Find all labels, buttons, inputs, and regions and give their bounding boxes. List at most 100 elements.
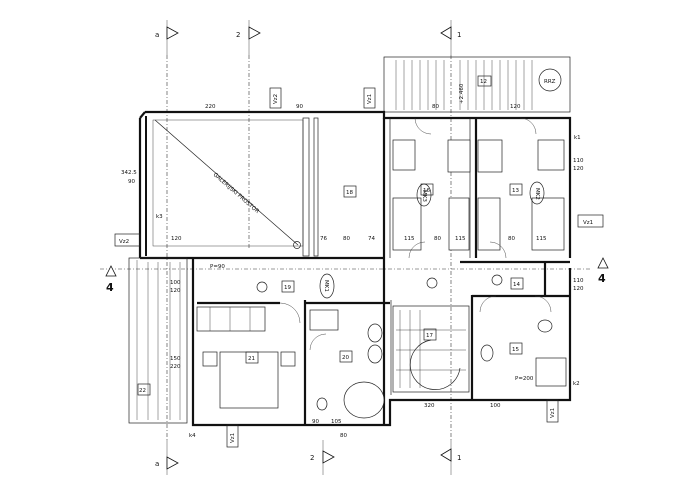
svg-text:120: 120 xyxy=(171,236,182,242)
room-13-label: 13 xyxy=(512,188,519,194)
svg-text:110: 110 xyxy=(573,158,584,164)
wardrobe-13 xyxy=(477,197,501,251)
svg-text:220: 220 xyxy=(170,364,181,370)
master-bedroom: 21 xyxy=(196,306,296,409)
bedroom-13-furniture: 13 MK2 xyxy=(477,139,565,251)
window-tag-vz2-left: Vz2 xyxy=(114,233,141,247)
window-tag-vz1-right: Vz1 xyxy=(577,214,604,228)
shower-15 xyxy=(535,357,567,387)
room-15-label: 15 xyxy=(512,347,519,353)
svg-text:90: 90 xyxy=(312,419,319,425)
svg-text:80: 80 xyxy=(340,433,347,439)
window-tag-vz1-top: Vz1 xyxy=(363,87,376,109)
svg-text:105: 105 xyxy=(331,419,342,425)
doors xyxy=(279,117,552,351)
svg-text:76: 76 xyxy=(320,236,327,242)
svg-text:80: 80 xyxy=(432,104,439,110)
section-mark-1-bottom: 1 xyxy=(440,440,461,475)
bed-13 xyxy=(531,197,565,251)
desk-13 xyxy=(537,139,565,171)
svg-text:80: 80 xyxy=(434,236,441,242)
svg-text:Vz1: Vz1 xyxy=(550,408,556,418)
svg-text:115: 115 xyxy=(455,236,466,242)
svg-text:Vz2: Vz2 xyxy=(273,94,279,104)
double-bed xyxy=(219,351,279,409)
section-mark-2-bottom: 2 xyxy=(310,440,335,475)
section-2-bottom-label: 2 xyxy=(310,454,314,462)
bathroom-15: 15 P=200 xyxy=(480,319,567,387)
mk3-label: MK3 xyxy=(421,190,427,202)
level-p200-label: P=200 xyxy=(515,376,534,382)
corner-k4-label: k4 xyxy=(189,433,196,439)
section-4-right-label: 4 xyxy=(598,272,606,285)
section-mark-1-top: 1 xyxy=(440,20,461,55)
room-19-label: 19 xyxy=(284,285,291,291)
room-18-label: 18 xyxy=(346,190,353,196)
wardrobe-16 xyxy=(448,197,470,251)
svg-text:150: 150 xyxy=(170,356,181,362)
svg-text:342.5: 342.5 xyxy=(121,170,137,176)
roof-terrace: RRZ 12 xyxy=(383,56,571,113)
svg-text:80: 80 xyxy=(508,236,515,242)
bathroom-20: 20 xyxy=(309,309,385,419)
svg-text:90: 90 xyxy=(128,179,135,185)
svg-text:100: 100 xyxy=(490,403,501,409)
svg-text:115: 115 xyxy=(404,236,415,242)
corner-k3-label: k3 xyxy=(156,214,163,220)
room-20-label: 20 xyxy=(342,355,349,361)
shower-20 xyxy=(309,309,339,331)
svg-text:120: 120 xyxy=(573,166,584,172)
svg-text:100: 100 xyxy=(170,280,181,286)
room-14: 14 xyxy=(510,277,524,290)
svg-text:Vz2: Vz2 xyxy=(119,239,129,245)
sofa-master xyxy=(196,306,266,332)
svg-text:90: 90 xyxy=(296,104,303,110)
bed-16 xyxy=(392,197,422,251)
svg-text:110: 110 xyxy=(573,278,584,284)
svg-text:120: 120 xyxy=(573,286,584,292)
svg-text:+2.460: +2.460 xyxy=(459,83,465,104)
window-tag-vz2-top: Vz2 xyxy=(269,87,282,109)
section-a-top-label: a xyxy=(155,31,159,39)
mk1-label: MK1 xyxy=(323,280,329,292)
room-14-label: 14 xyxy=(513,282,520,288)
exterior-walls xyxy=(138,110,572,427)
svg-text:120: 120 xyxy=(170,288,181,294)
rrz-label: RRZ xyxy=(544,79,556,85)
svg-text:74: 74 xyxy=(368,236,375,242)
dimension-labels: 342.5 90 120 76 80 74 115 80 115 80 115 … xyxy=(121,83,584,439)
section-4-left-label: 4 xyxy=(106,281,114,294)
svg-text:220: 220 xyxy=(205,104,216,110)
svg-text:Vz1: Vz1 xyxy=(583,220,593,226)
section-a-bottom-label: a xyxy=(155,460,159,468)
section-1-bottom-label: 1 xyxy=(457,454,461,462)
section-2-top-label: 2 xyxy=(236,31,240,39)
section-1-top-label: 1 xyxy=(457,31,461,39)
bathtub-20 xyxy=(343,381,385,419)
section-mark-a-top: a xyxy=(155,20,179,55)
corner-k1-label: k1 xyxy=(574,135,581,141)
mk2-label: MK2 xyxy=(534,188,540,200)
section-mark-2-top: 2 xyxy=(236,20,261,55)
gallery-void: GALERIJSKI PROSTOR xyxy=(152,119,304,249)
svg-text:120: 120 xyxy=(510,104,521,110)
svg-text:Vz1: Vz1 xyxy=(230,433,236,443)
room-16-label: 16 xyxy=(423,188,430,194)
desk-16 xyxy=(392,139,416,171)
armchair-13 xyxy=(477,139,503,173)
room-18: 18 xyxy=(343,185,357,198)
room-21-label: 21 xyxy=(248,356,255,362)
svg-text:115: 115 xyxy=(536,236,547,242)
section-mark-4-right: 4 xyxy=(597,257,609,285)
svg-text:Vz1: Vz1 xyxy=(367,94,373,104)
corner-k2-label: k2 xyxy=(573,381,580,387)
staircase-17: 17 xyxy=(392,305,470,393)
armchair-16 xyxy=(447,139,471,173)
window-tag-vz1-right2: Vz1 xyxy=(546,399,559,423)
section-mark-a-bottom: a xyxy=(155,440,179,475)
bedroom-16-furniture: 16 MK3 xyxy=(392,139,471,251)
level-p90-label: P=90 xyxy=(210,264,225,270)
window-tag-vz1-bottom: Vz1 xyxy=(226,424,239,448)
svg-text:320: 320 xyxy=(424,403,435,409)
